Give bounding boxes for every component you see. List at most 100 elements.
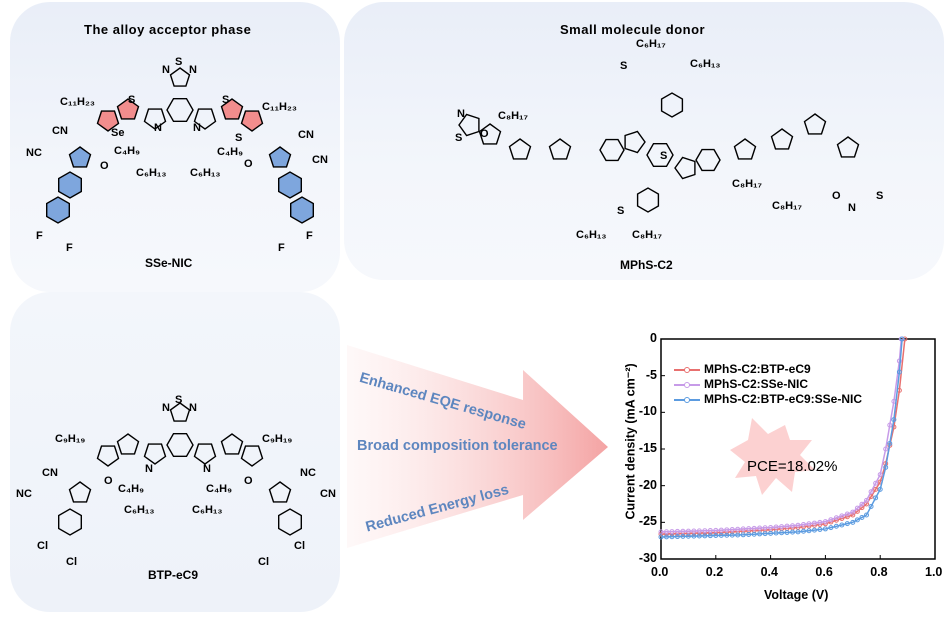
atom-label: F [306,230,313,242]
atom-label: O [832,190,841,202]
ring [58,171,83,199]
ring [240,110,264,132]
atom-label: S [175,56,183,68]
atom-label: C₈H₁₇ [498,110,528,122]
atom-label: S [617,205,625,217]
atom-label: CN [298,129,314,141]
atom-label: O [480,128,489,140]
atom-label: S [876,190,884,202]
ring [96,110,120,132]
atom-label: O [244,475,253,487]
acceptor-title: The alloy acceptor phase [84,22,252,37]
y-tick-label: -5 [645,367,657,382]
acceptor-panel [10,2,340,292]
legend-entry: MPhS-C2:SSe-NIC [704,377,809,391]
ring [733,138,757,160]
ring [278,508,302,536]
donor-title: Small molecule donor [560,22,706,37]
ring [68,146,92,168]
y-tick-label: -20 [638,477,657,492]
atom-label: N [145,463,153,475]
atom-label: C₆H₁₃ [124,504,155,516]
x-axis-label: Voltage (V) [764,588,829,602]
atom-label: CN [42,467,58,479]
molecule-name-mphsc2: MPhS-C2 [620,258,673,272]
atom-label: N [457,108,465,120]
atom-label: Cl [37,540,48,552]
atom-label: C₈H₁₇ [772,200,802,212]
atom-label: O [100,160,109,172]
molecule-name-ssenic: SSe-NIC [145,256,193,270]
ring [674,156,696,180]
x-tick-label: 0.0 [651,565,669,579]
atom-label: N [189,402,197,414]
atom-label: Se [111,127,125,139]
atom-label: Cl [258,556,269,568]
ring [240,445,264,467]
ring [836,136,860,158]
arrow-text-tolerance: Broad composition tolerance [357,438,558,454]
atom-label: S [660,150,668,162]
btp-panel [10,292,340,612]
atom-label: C₆H₁₃ [136,167,167,179]
atom-label: N [193,122,201,134]
ring [169,402,191,422]
ring [169,67,191,87]
y-tick-label: -10 [638,404,657,419]
atom-label: C₄H₉ [114,145,141,157]
ring [478,123,502,145]
ring [193,108,217,130]
ring [166,97,194,123]
atom-label: O [104,475,113,487]
atom-label: S [128,94,136,106]
atom-label: NC [26,147,42,159]
y-tick-label: 0 [650,331,657,345]
atom-label: C₆H₁₇ [636,38,666,50]
atom-label: C₆H₁₃ [576,229,607,241]
atom-label: CN [312,154,328,166]
ring [660,92,684,118]
atom-label: N [189,64,197,76]
ring [803,113,827,135]
ring [599,138,625,162]
atom-label: N [203,463,211,475]
ring [290,196,314,224]
ring [116,98,140,120]
legend-entry: MPhS-C2:BTP-eC9:SSe-NIC [704,392,863,406]
ring [624,130,646,154]
atom-label: C₈H₁₇ [632,229,662,241]
atom-label: Cl [66,556,77,568]
ring [116,433,140,455]
ring [220,98,244,120]
atom-label: O [244,158,253,170]
x-tick-label: 0.4 [760,565,778,579]
ring [220,433,244,455]
ring [268,146,292,168]
ring [458,113,480,137]
atom-label: C₆H₁₃ [690,58,721,70]
molecule-name-btpec9: BTP-eC9 [148,568,199,582]
ring [508,138,532,160]
atom-label: S [455,132,463,144]
ring [143,443,167,465]
atom-label: N [154,122,162,134]
x-tick-label: 0.8 [870,565,888,579]
y-tick-label: -25 [638,514,657,529]
atom-label: C₁₁H₂₃ [262,101,297,113]
atom-label: C₁₁H₂₃ [60,96,95,108]
ring [636,187,660,213]
atom-label: C₉H₁₉ [262,433,293,445]
ring [46,196,71,224]
ring [58,508,83,536]
ring [268,481,292,503]
x-tick-label: 1.0 [925,565,943,579]
atom-label: N [848,202,856,214]
atom-label: C₆H₁₃ [190,167,221,179]
ring [143,108,167,130]
ring [695,148,721,172]
atom-label: S [175,394,183,406]
atom-label: S [620,60,628,72]
atom-label: F [278,242,285,254]
ring [770,128,794,150]
